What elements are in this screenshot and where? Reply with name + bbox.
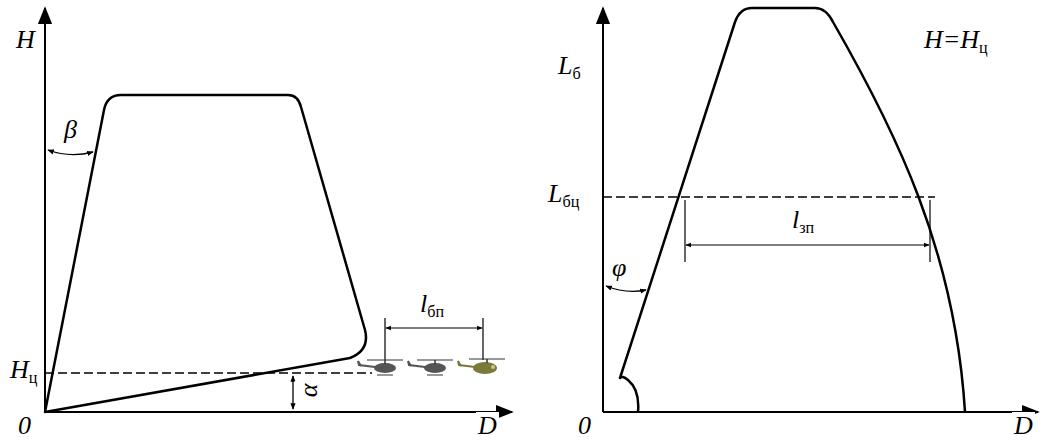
helicopter-icon	[358, 360, 403, 375]
angle-arc	[48, 150, 93, 155]
axis-label: D	[476, 412, 499, 441]
angle-arc	[606, 286, 646, 291]
angle-label: β	[62, 116, 79, 145]
helicopter-icon	[458, 359, 505, 374]
dimension-label: lбп	[418, 290, 446, 319]
l-axis	[602, 8, 604, 412]
helicopter-icon	[408, 360, 453, 375]
height-label: Hц	[8, 356, 39, 385]
dimension-line	[385, 318, 483, 360]
height-line	[45, 372, 372, 373]
axis-label: D	[1012, 412, 1035, 441]
condition-label: H=Hц	[922, 26, 990, 55]
h-axis	[44, 8, 46, 412]
d-axis	[603, 411, 1038, 413]
axis-label: Lб	[556, 52, 583, 81]
origin-label: 0	[576, 412, 593, 441]
dimension-line	[685, 200, 930, 262]
angle-arrow	[292, 376, 293, 409]
angle-label: α	[295, 381, 324, 399]
angle-label: φ	[610, 254, 628, 283]
range-label: Lбц	[546, 180, 581, 209]
d-axis	[45, 411, 512, 413]
zone-outline	[620, 8, 965, 412]
dimension-label: lзп	[790, 206, 816, 235]
origin-label: 0	[16, 412, 33, 441]
axis-label: H	[14, 26, 37, 55]
range-line	[603, 196, 935, 197]
zone-outline	[45, 95, 366, 412]
